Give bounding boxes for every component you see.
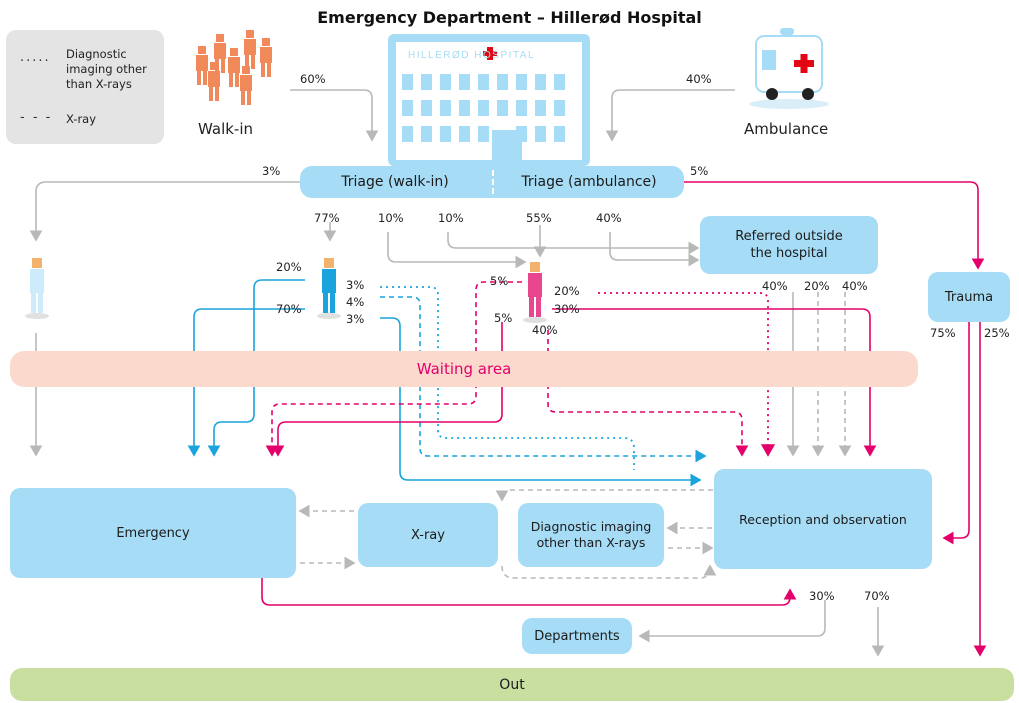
pct-ref-40b: 40%	[842, 279, 868, 293]
pct-ref-20: 20%	[804, 279, 830, 293]
pct-triage-left: 3%	[262, 164, 281, 178]
ambulance-pct: 40%	[686, 72, 712, 86]
xray-box: X-ray	[358, 503, 498, 567]
pct-trauma-25: 25%	[984, 326, 1010, 340]
walkin-people-icon	[196, 30, 272, 105]
pct-ref-40a: 40%	[762, 279, 788, 293]
out-bar: Out	[10, 668, 1014, 701]
pct-40-referred: 40%	[596, 211, 622, 225]
pct-pink-5b: 5%	[494, 311, 513, 325]
legend-dotted-line: ·····	[20, 54, 51, 69]
blue-flows	[187, 279, 702, 487]
pct-rec-70: 70%	[864, 589, 890, 603]
emergency-label: Emergency	[116, 525, 190, 541]
diagnostic-label: Diagnostic imaging other than X-rays	[530, 519, 652, 550]
pct-10b: 10%	[438, 211, 464, 225]
pink-dashed-flows	[265, 281, 749, 457]
pct-blue-4: 4%	[346, 295, 365, 309]
pct-pink-30: 30%	[554, 302, 580, 316]
emergency-box: Emergency	[10, 488, 296, 578]
xray-label: X-ray	[411, 527, 445, 543]
triage-ambulance-label: Triage (ambulance)	[521, 173, 657, 190]
walkin-label: Walk-in	[198, 120, 254, 138]
pct-blue-70: 70%	[276, 302, 302, 316]
triage-box: Triage (walk-in) Triage (ambulance)	[300, 166, 684, 198]
pct-77: 77%	[314, 211, 340, 225]
waiting-area-label: Waiting area	[416, 360, 512, 378]
blue-dotted-flows	[380, 286, 635, 470]
pct-trauma-75: 75%	[930, 326, 956, 340]
page-title: Emergency Department – Hillerød Hospital	[317, 8, 702, 27]
departments-label: Departments	[534, 628, 620, 644]
ambulance-label: Ambulance	[744, 120, 829, 138]
referred-box: Referred outside the hospital	[700, 216, 878, 274]
diagnostic-box: Diagnostic imaging other than X-rays	[518, 503, 664, 567]
referred-label: Referred outside the hospital	[735, 229, 843, 261]
hospital-building-icon: HILLERØD HOSPITAL	[388, 34, 590, 166]
pct-rec-30: 30%	[809, 589, 835, 603]
pink-flows	[261, 181, 987, 657]
gray-flows	[29, 89, 885, 657]
trauma-label: Trauma	[944, 289, 994, 305]
pct-10a: 10%	[378, 211, 404, 225]
ambulance-icon	[749, 28, 829, 109]
departments-box: Departments	[522, 618, 632, 654]
pct-55: 55%	[526, 211, 552, 225]
pct-pink-40: 40%	[532, 323, 558, 337]
legend: ····· Diagnostic imaging other than X-ra…	[6, 30, 164, 144]
triage-divider	[492, 170, 494, 194]
waiting-area: Waiting area	[10, 351, 918, 387]
walkin-pct: 60%	[300, 72, 326, 86]
pink-dotted-flows	[598, 292, 776, 457]
pct-triage-right: 5%	[690, 164, 709, 178]
trauma-box: Trauma	[928, 272, 1010, 322]
legend-dashed-line: - - -	[20, 110, 53, 125]
patient-blue-icon	[317, 258, 341, 319]
pct-blue-3a: 3%	[346, 278, 365, 292]
triage-walkin-label: Triage (walk-in)	[341, 173, 449, 190]
legend-diagnostic-label: Diagnostic imaging other than X-rays	[66, 47, 147, 91]
patient-pink-icon	[523, 262, 547, 323]
hospital-sign: HILLERØD HOSPITAL	[408, 50, 535, 61]
out-label: Out	[499, 676, 525, 693]
pct-pink-5a: 5%	[490, 274, 509, 288]
pct-blue-20: 20%	[276, 260, 302, 274]
pct-pink-20: 20%	[554, 284, 580, 298]
reception-box: Reception and observation	[714, 469, 932, 569]
reception-label: Reception and observation	[739, 511, 907, 527]
legend-xray-label: X-ray	[66, 112, 97, 126]
pct-blue-3b: 3%	[346, 312, 365, 326]
patient-lightblue-icon	[25, 258, 49, 319]
